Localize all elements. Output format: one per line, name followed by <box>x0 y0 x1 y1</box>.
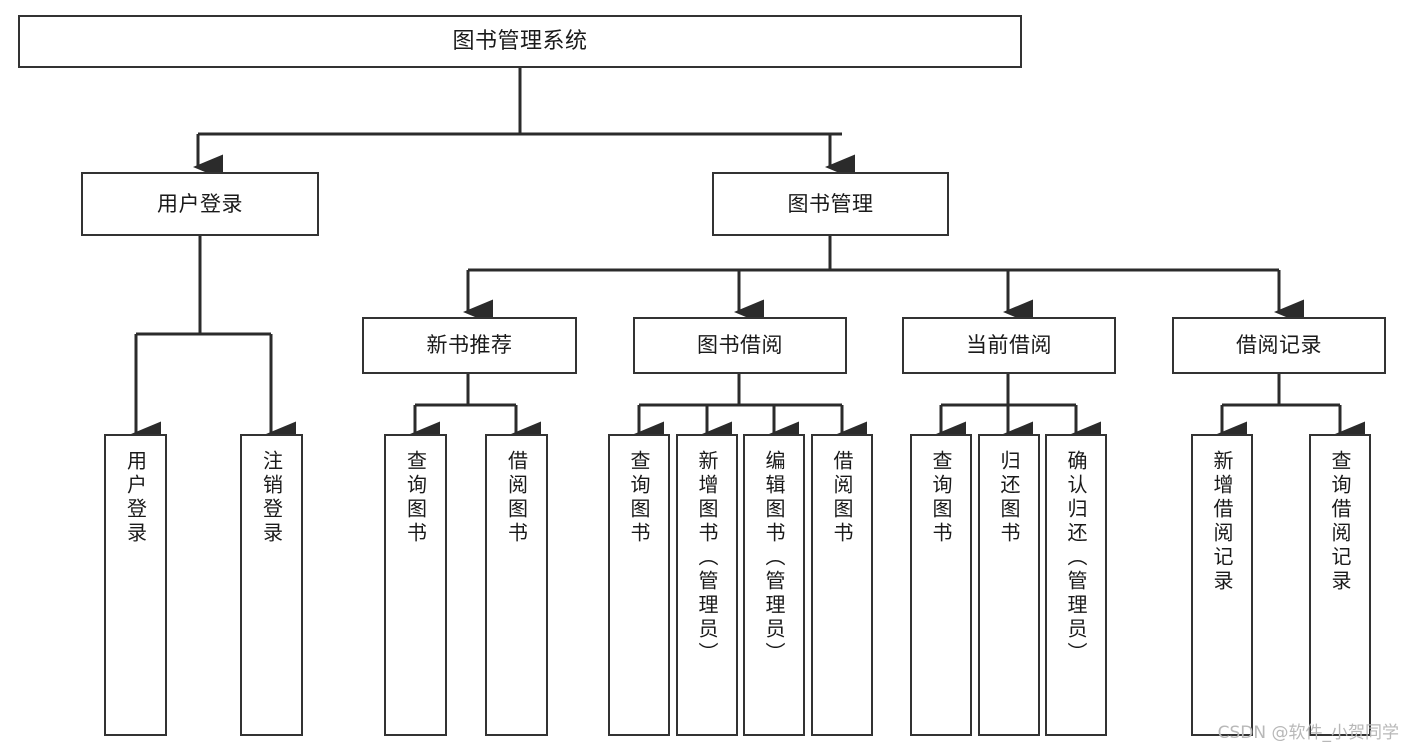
leaf-current-query-book[interactable]: 查询图书 <box>910 434 972 736</box>
leaf-new-book-query[interactable]: 查询图书 <box>384 434 447 736</box>
node-borrow-record[interactable]: 借阅记录 <box>1172 317 1386 374</box>
node-book-borrow[interactable]: 图书借阅 <box>633 317 847 374</box>
leaf-record-add-record[interactable]: 新增借阅记录 <box>1191 434 1253 736</box>
leaf-record-query-record[interactable]: 查询借阅记录 <box>1309 434 1371 736</box>
node-label: 查询借阅记录 <box>1328 450 1352 594</box>
node-label: 确认归还（管理员） <box>1064 450 1088 666</box>
node-label: 新增图书（管理员） <box>695 450 719 666</box>
node-new-book-recommend[interactable]: 新书推荐 <box>362 317 577 374</box>
node-label: 编辑图书（管理员） <box>762 450 786 666</box>
node-label: 用户登录 <box>157 191 243 216</box>
node-label: 新增借阅记录 <box>1210 450 1234 594</box>
node-label: 借阅图书 <box>830 450 854 546</box>
node-label: 归还图书 <box>997 450 1021 546</box>
node-label: 查询图书 <box>403 450 428 546</box>
node-current-borrow[interactable]: 当前借阅 <box>902 317 1116 374</box>
node-book-management[interactable]: 图书管理 <box>712 172 949 236</box>
leaf-user-login-logout[interactable]: 注销登录 <box>240 434 303 736</box>
node-label: 图书管理 <box>787 191 874 216</box>
node-label: 图书借阅 <box>697 333 783 358</box>
node-user-login[interactable]: 用户登录 <box>81 172 319 236</box>
leaf-borrow-query-book[interactable]: 查询图书 <box>608 434 670 736</box>
leaf-borrow-add-book-admin[interactable]: 新增图书（管理员） <box>676 434 738 736</box>
node-label: 当前借阅 <box>966 333 1052 358</box>
leaf-user-login-login[interactable]: 用户登录 <box>104 434 167 736</box>
node-root-book-management-system[interactable]: 图书管理系统 <box>18 15 1022 68</box>
node-label: 图书管理系统 <box>452 28 588 54</box>
node-label: 借阅图书 <box>504 450 529 546</box>
node-label: 用户登录 <box>123 450 148 546</box>
node-label: 查询图书 <box>929 450 953 546</box>
node-label: 新书推荐 <box>426 333 513 358</box>
leaf-new-book-borrow[interactable]: 借阅图书 <box>485 434 548 736</box>
leaf-current-return-book[interactable]: 归还图书 <box>978 434 1040 736</box>
leaf-borrow-borrow-book[interactable]: 借阅图书 <box>811 434 873 736</box>
leaf-current-confirm-return-admin[interactable]: 确认归还（管理员） <box>1045 434 1107 736</box>
node-label: 注销登录 <box>259 450 284 546</box>
leaf-borrow-edit-book-admin[interactable]: 编辑图书（管理员） <box>743 434 805 736</box>
node-label: 查询图书 <box>627 450 651 546</box>
node-label: 借阅记录 <box>1236 333 1322 358</box>
csdn-watermark: CSDN @软件_小贺同学 <box>1217 723 1399 743</box>
